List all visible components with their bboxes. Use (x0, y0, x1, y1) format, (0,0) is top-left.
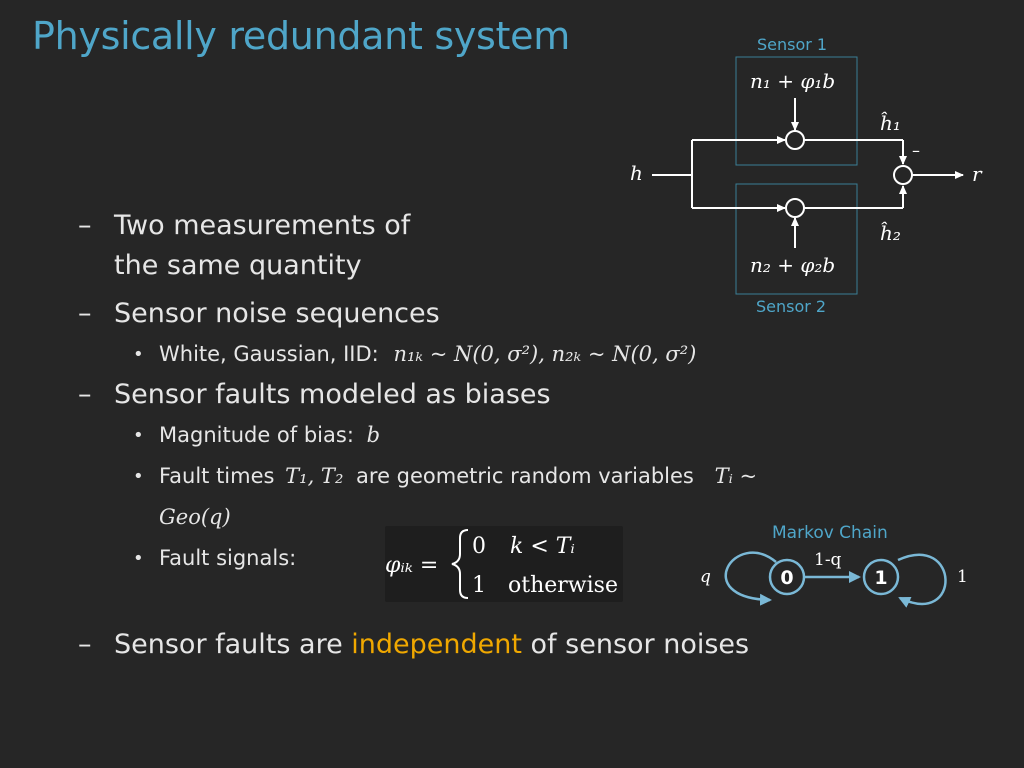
sub-bullet-label: White, Gaussian, IID: (159, 342, 379, 366)
sub-bullet-fault-times: • Fault times T₁, T₂ are geometric rando… (78, 456, 778, 538)
bullet-dot: • (133, 425, 144, 446)
sub-bullet-label: Fault times (159, 464, 275, 488)
bullet-text: of sensor noises (521, 629, 750, 660)
noise-distribution-math: n₁ₖ ~ N(0, σ²), n₂ₖ ~ N(0, σ²) (393, 342, 697, 366)
sub-bullet-white-gaussian: • White, Gaussian, IID: n₁ₖ ~ N(0, σ²), … (78, 334, 778, 375)
state-0-label: 0 (780, 567, 793, 589)
bullet-text: Two measurements of (114, 210, 411, 241)
geometric-distribution-math: Tᵢ ~ Geo(q) (159, 464, 758, 529)
markov-chain-title: Markov Chain (772, 523, 888, 543)
fault-equation-lhs: φᵢₖ = (385, 553, 438, 578)
fault-signal-equation-box (385, 526, 623, 602)
bullet-text: Sensor noise sequences (114, 298, 440, 329)
sensor2-box (735, 183, 858, 295)
sub-bullet-label: Magnitude of bias: (159, 423, 354, 447)
minus-sign: – (912, 141, 920, 160)
fault-signal-equation: φᵢₖ = 0 k < Tᵢ 1 otherwise (385, 529, 618, 599)
slide-title: Physically redundant system (32, 14, 570, 58)
self-loop-1 (897, 553, 947, 608)
dash-marker: – (78, 629, 92, 660)
bullet-faults-independent: – Sensor faults are independent of senso… (78, 625, 778, 665)
bullet-dot: • (133, 466, 144, 487)
bullet-text: the same quantity (114, 250, 362, 281)
highlighted-word: independent (351, 629, 522, 660)
difference-node (893, 165, 913, 185)
case1-condition: k < Tᵢ (510, 534, 575, 559)
bullet-faults-biases: – Sensor faults modeled as biases (78, 375, 778, 415)
bullet-text: Sensor faults are (114, 629, 352, 660)
self-loop-0 (724, 551, 777, 606)
dash-marker: – (78, 210, 92, 241)
sensor1-label: Sensor 1 (757, 35, 827, 54)
sensor2-label: Sensor 2 (756, 297, 826, 316)
summer1-node (785, 130, 805, 150)
dash-marker: – (78, 379, 92, 410)
sub-bullet-magnitude: • Magnitude of bias: b (78, 415, 778, 456)
fault-times-math: T₁, T₂ (285, 464, 344, 488)
sub-bullet-label: Fault signals: (159, 546, 297, 570)
state-1-label: 1 (874, 567, 887, 589)
sensor1-box (735, 56, 858, 166)
sensor2-input-expr: n₂ + φ₂b (750, 253, 835, 277)
bullet-noise-sequences: – Sensor noise sequences (78, 294, 778, 334)
block-diagram: Sensor 1 Sensor 2 n₁ + φ₁b n₂ + φ₂b h r … (630, 35, 983, 316)
bullet-dot: • (133, 548, 144, 569)
bullet-text: Sensor faults modeled as biases (114, 379, 551, 410)
bullet-dot: • (133, 344, 144, 365)
sub-bullet-text: are geometric random variables (356, 464, 694, 488)
transition-0-1-label: 1-q (814, 550, 842, 570)
state-1-node (862, 558, 900, 596)
bullet-two-measurements: – Two measurements of the same quantity (78, 206, 778, 286)
bias-symbol-math: b (366, 423, 381, 447)
summer2-node (785, 198, 805, 218)
estimate2-label: ĥ₂ (880, 221, 901, 245)
case2-value: 1 (472, 573, 486, 598)
sub-bullet-fault-signals: • Fault signals: (78, 538, 778, 579)
dash-marker: – (78, 298, 92, 329)
sensor1-input-expr: n₁ + φ₁b (750, 69, 835, 93)
input-label: h (630, 161, 643, 185)
case1-value: 0 (472, 534, 486, 559)
case2-condition: otherwise (508, 573, 618, 598)
markov-chain: Markov Chain q 1-q 1 0 1 (700, 523, 968, 608)
state-0-node (768, 558, 806, 596)
self-loop-1-label: 1 (957, 567, 968, 587)
left-brace (451, 529, 469, 599)
estimate1-label: ĥ₁ (880, 111, 901, 135)
self-loop-0-label: q (700, 567, 711, 587)
bullet-list: – Two measurements of the same quantity … (78, 206, 778, 665)
output-label: r (972, 162, 983, 186)
